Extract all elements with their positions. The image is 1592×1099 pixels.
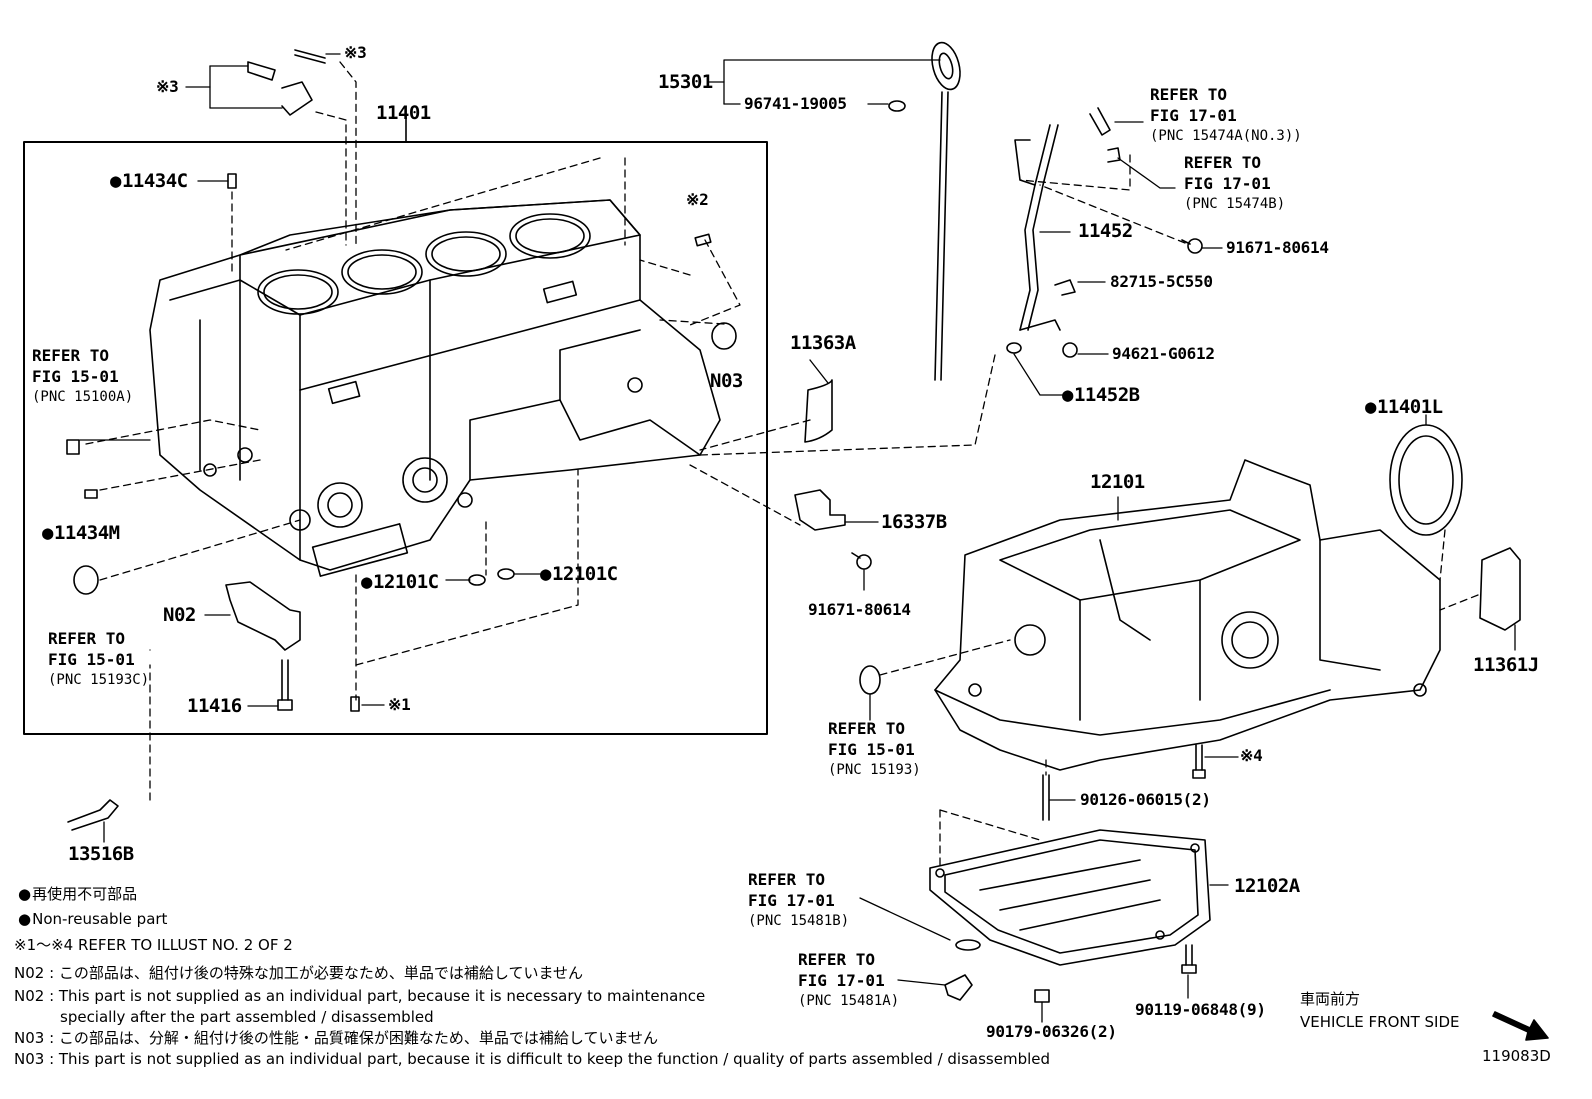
part-96741-19005: 96741-19005	[744, 94, 847, 113]
leader-lines	[79, 53, 1516, 1023]
refer-line1: REFER TO	[1184, 153, 1262, 172]
refer-line3: (PNC 15193C)	[48, 672, 150, 688]
refer-fig17-15474B: REFER TO FIG 17-01 (PNC 15474B)	[1184, 152, 1285, 215]
part-N02: N02	[163, 604, 196, 626]
refer-line3: (PNC 15474B)	[1184, 196, 1286, 212]
vehicle-front-jp: 車両前方	[1300, 990, 1361, 1008]
note-n02-en-2: specially after the part assembled / dis…	[60, 1008, 434, 1026]
refer-line1: REFER TO	[1150, 85, 1228, 104]
part-11363A: 11363A	[790, 332, 856, 354]
refer-line3: (PNC 15481A)	[798, 993, 900, 1009]
vehicle-front-en: VEHICLE FRONT SIDE	[1300, 1013, 1460, 1031]
mark-1: ※1	[388, 695, 411, 714]
part-13516B: 13516B	[68, 843, 134, 865]
part-12101C-a: 12101C	[361, 573, 439, 592]
note-n02-en-1: N02 : This part is not supplied as an in…	[14, 987, 706, 1005]
refer-line3: (PNC 15474A(NO.3))	[1150, 128, 1302, 144]
refer-line2: FIG 17-01	[748, 891, 835, 910]
refer-line2: FIG 15-01	[48, 650, 135, 669]
part-11434C: 11434C	[110, 172, 188, 191]
refer-line3: (PNC 15481B)	[748, 913, 850, 929]
refer-line1: REFER TO	[748, 870, 826, 889]
part-11434M: 11434M	[42, 524, 120, 543]
part-90126-06015: 90126-06015(2)	[1080, 790, 1211, 809]
cylinder-block-drawing	[149, 199, 721, 577]
dipstick-guide-drawing	[1006, 107, 1203, 358]
legend-refer-illust: ※1～※4 REFER TO ILLUST NO. 2 OF 2	[14, 936, 293, 954]
part-94621-G0612: 94621-G0612	[1112, 344, 1215, 363]
part-11401L: 11401L	[1365, 398, 1443, 417]
part-90179-06326: 90179-06326(2)	[986, 1022, 1117, 1041]
mark-3-b: ※3	[344, 43, 367, 62]
mark-3-a: ※3	[156, 77, 179, 96]
cylinder-block-frame	[23, 141, 768, 735]
part-11452: 11452	[1078, 220, 1133, 242]
part-82715-5C550: 82715-5C550	[1110, 272, 1213, 291]
part-11361J: 11361J	[1473, 654, 1539, 676]
note-n02-jp: N02 : この部品は、組付け後の特殊な加工が必要なため、単品では補給していませ…	[14, 964, 584, 982]
refer-line1: REFER TO	[798, 950, 876, 969]
dipstick-drawing	[888, 41, 961, 381]
small-parts-drawing	[66, 49, 1521, 1003]
refer-fig15-15193: REFER TO FIG 15-01 (PNC 15193)	[828, 718, 921, 781]
oil-pan-upper-drawing	[934, 459, 1441, 771]
part-16337B: 16337B	[881, 511, 947, 533]
legend-nonreusable-jp: 再使用不可部品	[18, 887, 137, 902]
part-12101C-b: 12101C	[540, 565, 618, 584]
part-90119-06848: 90119-06848(9)	[1135, 1000, 1266, 1019]
part-12102A: 12102A	[1234, 875, 1300, 897]
part-N03: N03	[710, 370, 743, 392]
part-12101: 12101	[1090, 471, 1145, 493]
refer-fig15-15100A: REFER TO FIG 15-01 (PNC 15100A)	[32, 345, 133, 408]
note-n03-en: N03 : This part is not supplied as an in…	[14, 1050, 1051, 1068]
part-11401: 11401	[376, 102, 431, 124]
oil-pan-lower-drawing	[929, 829, 1211, 966]
part-15301: 15301	[658, 71, 713, 93]
part-11416: 11416	[187, 695, 242, 717]
refer-fig17-15474A: REFER TO FIG 17-01 (PNC 15474A(NO.3))	[1150, 84, 1302, 147]
part-91671-80614-a: 91671-80614	[1226, 238, 1329, 257]
dashed-guide-lines	[85, 61, 1479, 869]
refer-line2: FIG 15-01	[828, 740, 915, 759]
mark-4: ※4	[1240, 746, 1263, 765]
vehicle-front-arrow	[1492, 1011, 1549, 1041]
refer-fig17-15481B: REFER TO FIG 17-01 (PNC 15481B)	[748, 869, 849, 932]
refer-line2: FIG 15-01	[32, 367, 119, 386]
refer-fig17-15481A: REFER TO FIG 17-01 (PNC 15481A)	[798, 949, 899, 1012]
refer-line1: REFER TO	[48, 629, 126, 648]
refer-line1: REFER TO	[828, 719, 906, 738]
refer-fig15-15193C: REFER TO FIG 15-01 (PNC 15193C)	[48, 628, 149, 691]
part-91671-80614-b: 91671-80614	[808, 600, 911, 619]
refer-line3: (PNC 15100A)	[32, 389, 134, 405]
refer-line1: REFER TO	[32, 346, 110, 365]
note-n03-jp: N03 : この部品は、分解・組付け後の性能・品質確保が困難なため、単品では補給…	[14, 1029, 659, 1047]
part-11452B: 11452B	[1062, 386, 1140, 405]
illustration-number: 119083D	[1482, 1047, 1551, 1065]
refer-line3: (PNC 15193)	[828, 762, 921, 778]
refer-line2: FIG 17-01	[1184, 174, 1271, 193]
refer-line2: FIG 17-01	[798, 971, 885, 990]
mark-2: ※2	[686, 190, 709, 209]
legend-nonreusable-en: Non-reusable part	[18, 912, 167, 927]
refer-line2: FIG 17-01	[1150, 106, 1237, 125]
